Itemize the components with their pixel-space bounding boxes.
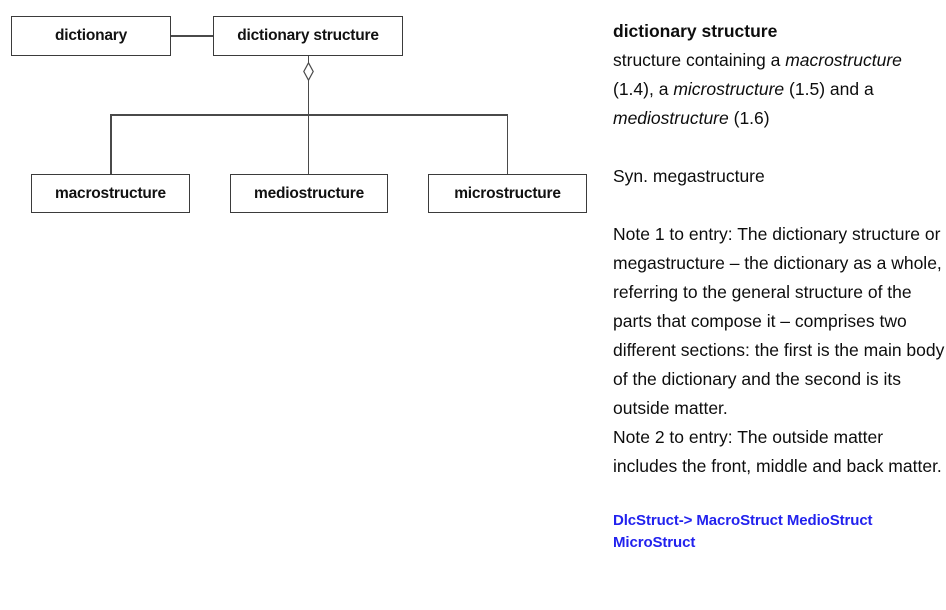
- entry-text-pane: dictionary structure structure containin…: [613, 17, 946, 554]
- aggregation-stem-upper: [307, 56, 309, 64]
- aggregation-fan-bar: [110, 114, 508, 116]
- definition-term-mediostructure: mediostructure: [613, 108, 729, 128]
- definition-term-microstructure: microstructure: [673, 79, 785, 99]
- uml-node-macrostructure[interactable]: macrostructure: [31, 174, 190, 213]
- definition-text-4: (1.6): [728, 108, 770, 128]
- uml-node-dictionary[interactable]: dictionary: [11, 16, 171, 56]
- aggregation-diamond-icon: [303, 62, 314, 81]
- aggregation-stem-lower: [307, 80, 309, 175]
- definition-text-3: (1.5) and a: [784, 79, 874, 99]
- uml-node-mediostructure[interactable]: mediostructure: [230, 174, 388, 213]
- aggregation-drop-microstructure: [506, 114, 508, 174]
- entry-note-1: Note 1 to entry: The dictionary structur…: [613, 224, 945, 418]
- entry-term: dictionary structure: [613, 21, 778, 41]
- uml-node-microstructure[interactable]: microstructure: [428, 174, 587, 213]
- entry-definition: structure containing a macrostructure (1…: [613, 46, 946, 133]
- aggregation-drop-macrostructure: [110, 114, 112, 174]
- spacer-before-notes: [613, 191, 946, 220]
- spacer-before-synonym: [613, 133, 946, 162]
- uml-class-diagram: dictionary dictionary structure macrostr…: [11, 16, 587, 213]
- definition-term-macrostructure: macrostructure: [785, 50, 902, 70]
- association-line-dictionary-to-structure: [171, 35, 213, 37]
- entry-synonym: Syn. megastructure: [613, 166, 765, 186]
- definition-text-2: (1.4), a: [613, 79, 674, 99]
- spacer-before-code: [613, 481, 946, 510]
- entry-note-2: Note 2 to entry: The outside matter incl…: [613, 427, 942, 476]
- uml-node-dictionary-structure[interactable]: dictionary structure: [213, 16, 403, 56]
- entry-code-expression[interactable]: DlcStruct-> MacroStruct MedioStruct Micr…: [613, 512, 873, 551]
- definition-text-1: structure containing a: [613, 50, 786, 70]
